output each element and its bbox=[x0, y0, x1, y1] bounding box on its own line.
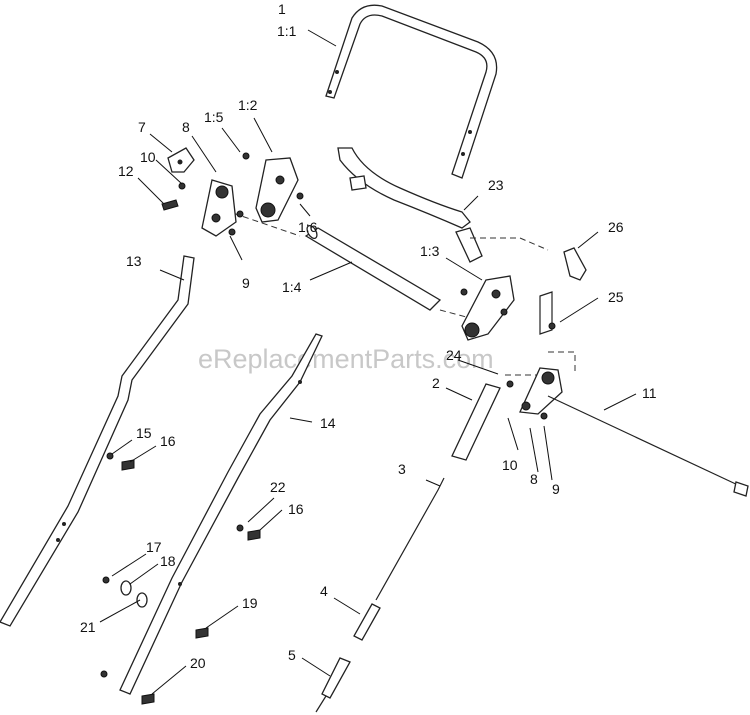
right-handle-bracket bbox=[519, 367, 563, 415]
callout-1-1: 1:1 bbox=[277, 23, 297, 39]
callout-16-lower: 16 bbox=[288, 501, 304, 517]
cable-clip-26 bbox=[563, 247, 587, 281]
small-hardware-left bbox=[161, 152, 304, 236]
callout-13: 13 bbox=[126, 253, 142, 269]
small-hardware-right bbox=[460, 288, 548, 420]
callout-1-3: 1:3 bbox=[420, 243, 440, 259]
callout-9-left: 9 bbox=[242, 275, 250, 291]
control-cable bbox=[547, 395, 749, 497]
bail-bracket bbox=[337, 147, 483, 263]
callout-8-right: 8 bbox=[530, 471, 538, 487]
callout-4: 4 bbox=[320, 583, 328, 599]
callout-21: 21 bbox=[80, 619, 96, 635]
callout-1-2: 1:2 bbox=[238, 97, 258, 113]
callout-10-right: 10 bbox=[502, 457, 518, 473]
callout-10-left: 10 bbox=[140, 149, 156, 165]
callout-24: 24 bbox=[446, 347, 462, 363]
callout-1-4: 1:4 bbox=[282, 279, 302, 295]
lower-hardware bbox=[100, 452, 261, 705]
right-lower-handle bbox=[119, 333, 323, 695]
bracket-25 bbox=[539, 291, 556, 335]
callout-18: 18 bbox=[160, 553, 176, 569]
right-knob-1-3 bbox=[461, 275, 515, 341]
callout-1: 1 bbox=[278, 1, 286, 17]
callout-9-right: 9 bbox=[552, 481, 560, 497]
callout-1-5: 1:5 bbox=[204, 109, 224, 125]
lock-part-7 bbox=[167, 147, 195, 173]
callout-19: 19 bbox=[242, 595, 258, 611]
watermark: eReplacementParts.com bbox=[198, 344, 494, 374]
short-tube bbox=[451, 383, 501, 461]
leader-lines bbox=[99, 29, 637, 695]
callout-labels: 1 1:1 1:2 1:5 7 8 10 12 23 1:6 26 1:3 13… bbox=[80, 1, 657, 671]
left-handle-bracket bbox=[201, 179, 237, 237]
callout-22: 22 bbox=[270, 479, 286, 495]
left-knob-1-2 bbox=[255, 157, 299, 223]
callout-20: 20 bbox=[190, 655, 206, 671]
callout-2: 2 bbox=[432, 375, 440, 391]
callout-11: 11 bbox=[642, 385, 657, 401]
left-lower-handle bbox=[0, 255, 195, 627]
callout-8-left: 8 bbox=[182, 119, 190, 135]
callout-14: 14 bbox=[320, 415, 336, 431]
callout-1-6: 1:6 bbox=[298, 219, 318, 235]
callout-17: 17 bbox=[146, 539, 162, 555]
callout-15: 15 bbox=[136, 425, 152, 441]
callout-26: 26 bbox=[608, 219, 624, 235]
callout-3: 3 bbox=[398, 461, 406, 477]
callout-5: 5 bbox=[288, 647, 296, 663]
assembly-centerline bbox=[223, 209, 576, 376]
callout-16-upper: 16 bbox=[160, 433, 176, 449]
control-rod bbox=[315, 477, 445, 713]
cross-tube bbox=[304, 224, 442, 311]
callout-25: 25 bbox=[608, 289, 624, 305]
callout-12: 12 bbox=[118, 163, 134, 179]
callout-7: 7 bbox=[138, 119, 146, 135]
callout-23: 23 bbox=[488, 177, 504, 193]
upper-handle bbox=[325, 4, 498, 179]
